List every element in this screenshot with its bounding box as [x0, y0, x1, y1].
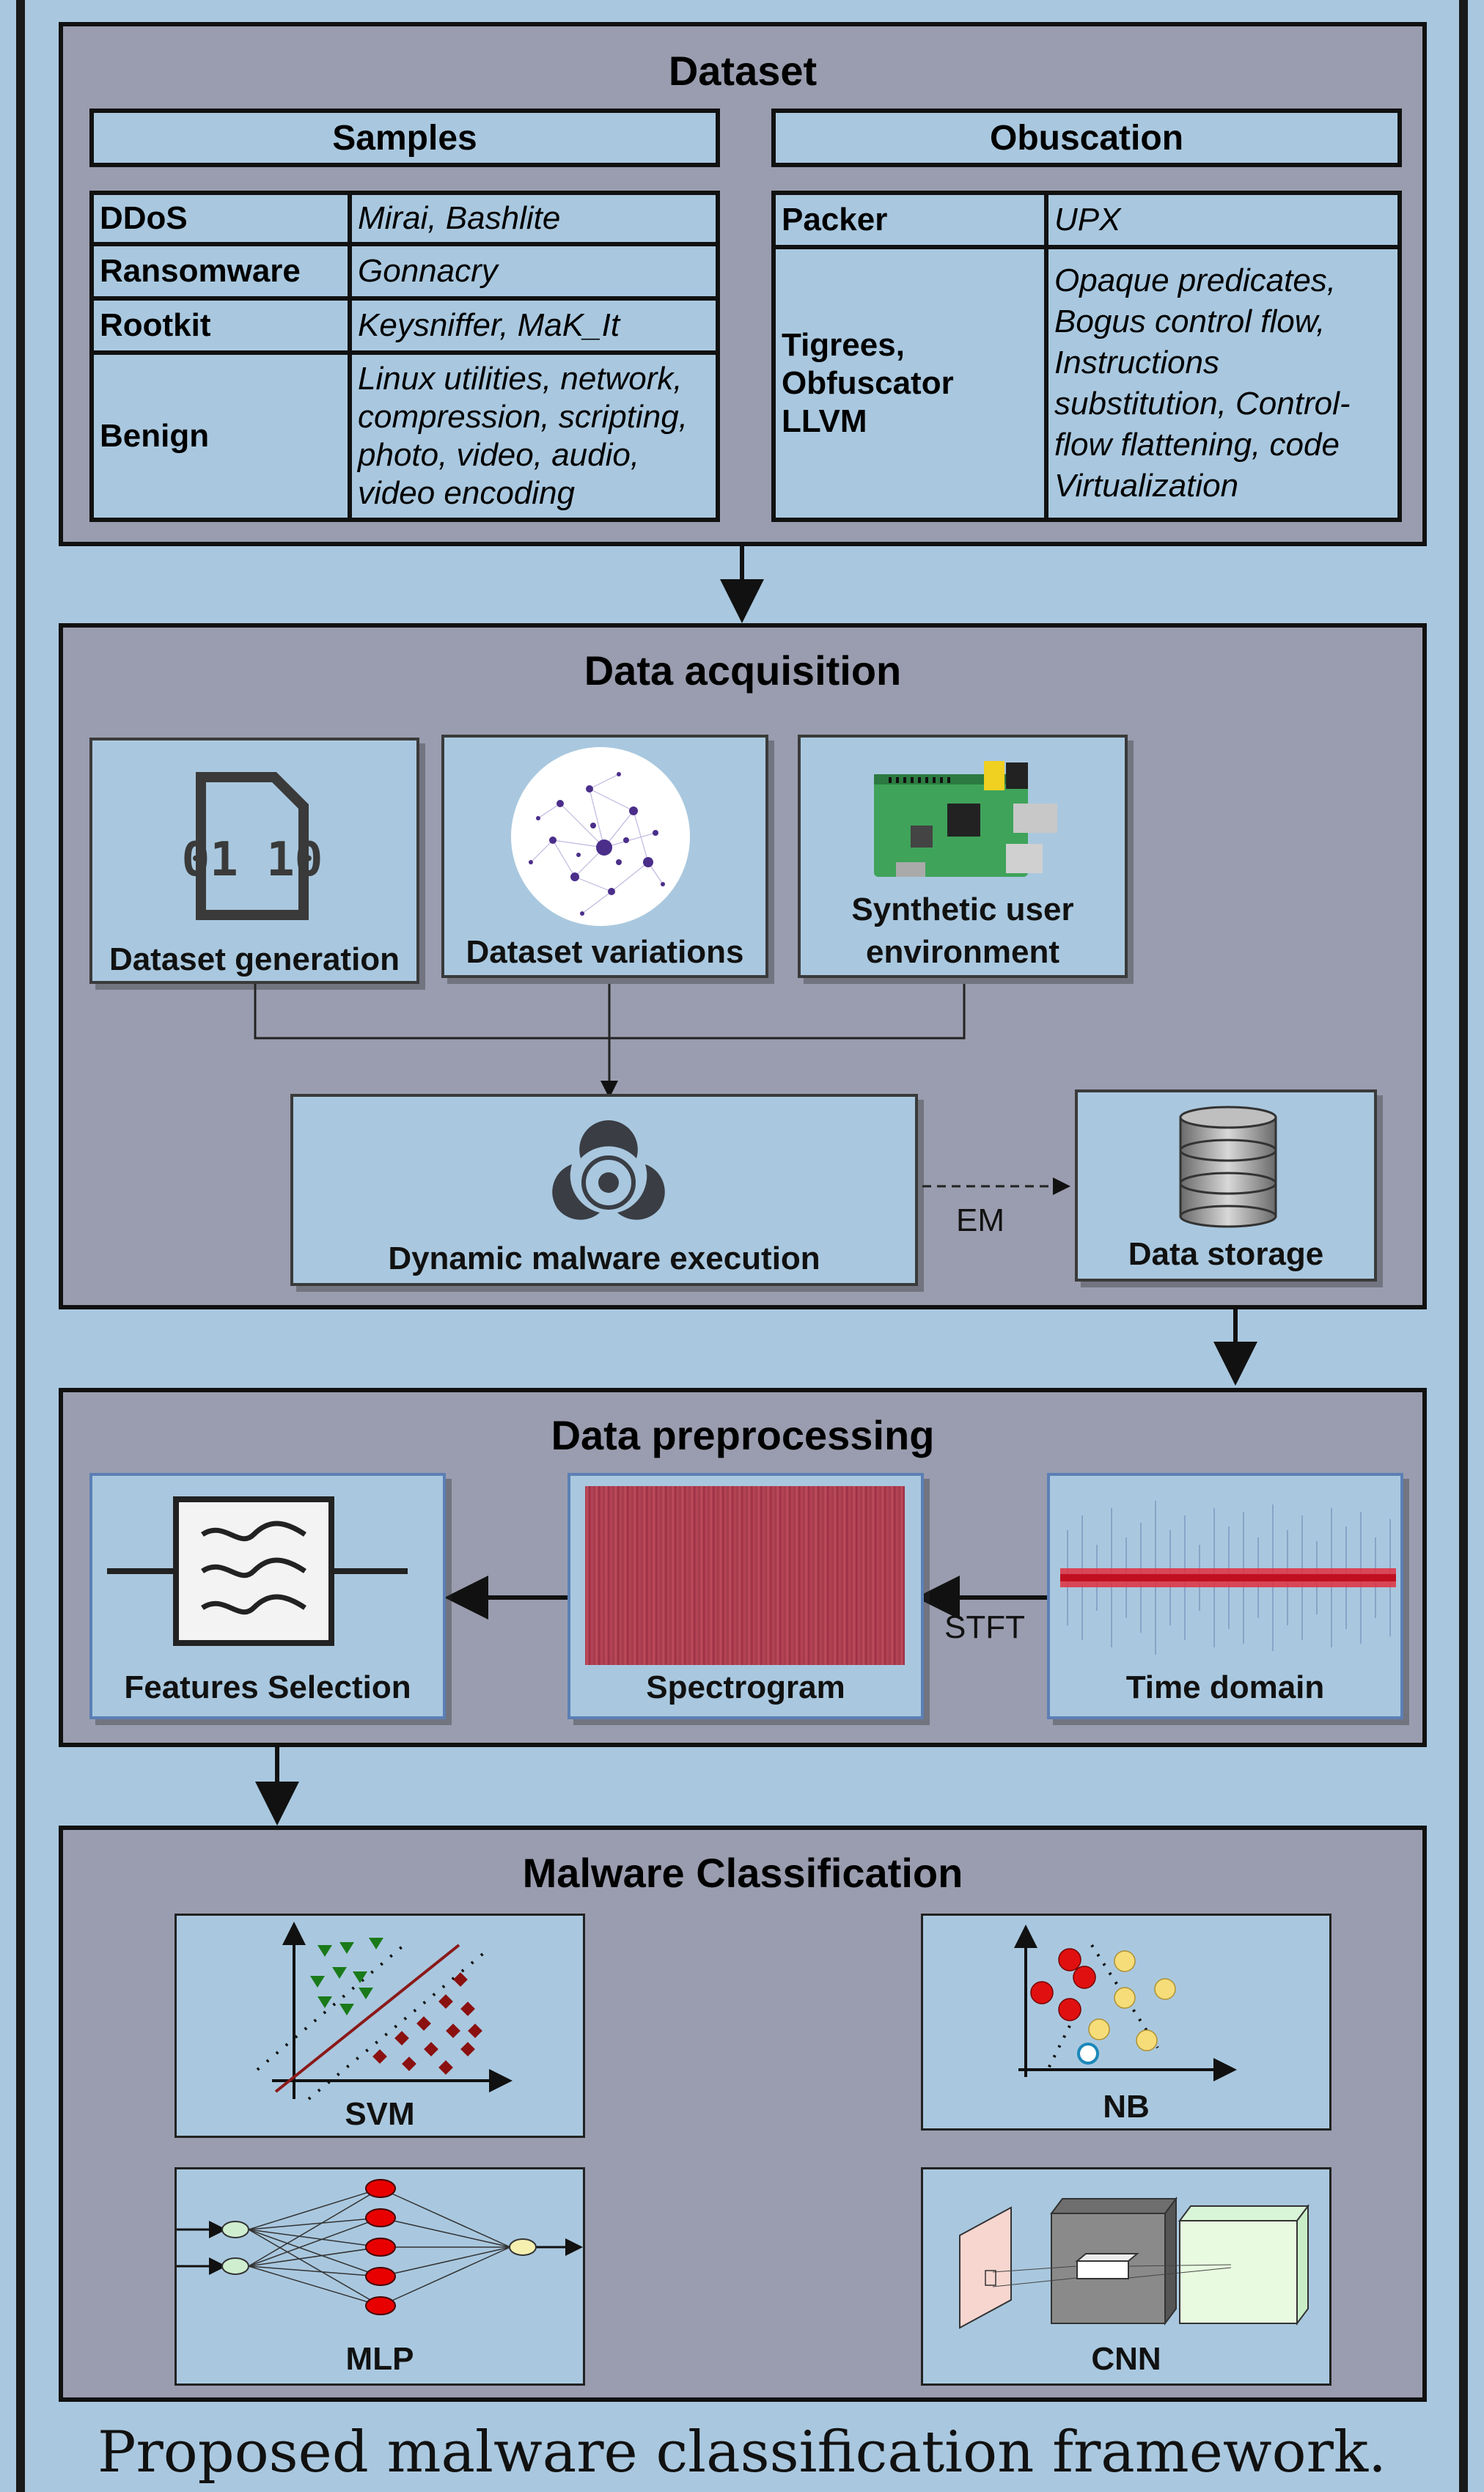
dataset-generation-box: 01 10 Dataset generation — [89, 738, 419, 984]
cnn-label: CNN — [1091, 2341, 1161, 2377]
time-domain-label: Time domain — [1125, 1669, 1325, 1705]
sample-category: DDoS — [89, 191, 352, 246]
sample-examples: Linux utilities, network, compression, s… — [348, 350, 720, 522]
sample-examples: Mirai, Bashlite — [348, 191, 720, 246]
classification-title: Malware Classification — [522, 1850, 963, 1896]
figure-caption: Proposed malware classification framewor… — [98, 2419, 1386, 2485]
svm-plot — [256, 1922, 513, 2100]
features-selection-label: Features Selection — [124, 1669, 411, 1705]
biohazard-icon — [552, 1120, 665, 1220]
table-row: Benign Linux utilities, network, compres… — [89, 350, 720, 522]
acquisition-panel: Data acquisition 01 10 Dataset generatio… — [59, 623, 1427, 1309]
svm-label: SVM — [345, 2096, 415, 2132]
nb-plot — [1014, 1925, 1237, 2081]
network-graph-icon — [511, 747, 690, 926]
cnn-box: CNN — [921, 2167, 1331, 2386]
preprocessing-title: Data preprocessing — [551, 1412, 935, 1458]
malware-execution-box: Dynamic malware execution — [290, 1094, 918, 1286]
table-row: Tigrees, Obfuscator LLVM Opaque predicat… — [771, 245, 1402, 522]
circuit-board-icon — [874, 761, 1057, 877]
acquisition-title: Data acquisition — [584, 647, 902, 694]
obfuscation-tool: Packer — [771, 191, 1048, 249]
sample-examples: Gonnacry — [348, 242, 720, 301]
data-storage-label: Data storage — [1128, 1236, 1324, 1272]
acquisition-connectors — [254, 984, 1070, 1195]
left-frame-line — [16, 0, 25, 2492]
table-row: DDoS Mirai, Bashlite — [89, 191, 720, 246]
malware-execution-label: Dynamic malware execution — [388, 1241, 820, 1276]
features-selection-box: Features Selection — [89, 1473, 446, 1719]
obfuscation-techniques: Opaque predicates, Bogus control flow, I… — [1044, 245, 1402, 522]
time-domain-box: Time domain — [1047, 1473, 1403, 1719]
sample-examples: Keysniffer, MaK_It — [348, 296, 720, 355]
dataset-panel: Dataset Samples Obuscation DDoS Mirai, B… — [59, 22, 1427, 546]
mlp-label: MLP — [345, 2341, 414, 2377]
table-row: Packer UPX — [771, 191, 1402, 249]
dataset-title: Dataset — [668, 48, 818, 94]
sample-category: Ransomware — [89, 242, 352, 301]
sample-category: Benign — [89, 350, 352, 522]
preprocessing-connectors — [444, 1576, 1047, 1620]
waveform-plot — [1060, 1501, 1396, 1655]
filter-icon — [107, 1496, 408, 1646]
nb-box: NB — [921, 1914, 1331, 2131]
obfuscation-table: Packer UPX Tigrees, Obfuscator LLVM Opaq… — [771, 191, 1402, 522]
dataset-generation-label: Dataset generation — [109, 941, 400, 977]
samples-table: DDoS Mirai, Bashlite Ransomware Gonnacry… — [89, 191, 720, 522]
binary-file-icon-text: 01 10 — [182, 833, 323, 887]
data-storage-box: Data storage — [1075, 1089, 1377, 1282]
svm-box: SVM — [175, 1914, 585, 2138]
nb-label: NB — [1103, 2089, 1150, 2125]
table-row: Rootkit Keysniffer, MaK_It — [89, 296, 720, 355]
samples-header: Samples — [89, 109, 720, 167]
stft-label: STFT — [944, 1609, 1025, 1645]
synthetic-environment-box: Synthetic user environment — [798, 735, 1128, 978]
cnn-diagram — [959, 2197, 1309, 2329]
spectrogram-box: Spectrogram — [567, 1473, 924, 1719]
obfuscation-tool: Tigrees, Obfuscator LLVM — [771, 245, 1048, 522]
obfuscation-header: Obuscation — [771, 109, 1402, 167]
spectrogram-label: Spectrogram — [646, 1669, 845, 1705]
obfuscation-techniques: UPX — [1044, 191, 1402, 249]
table-row: Ransomware Gonnacry — [89, 242, 720, 301]
spectrogram-image — [585, 1486, 905, 1665]
em-label: EM — [956, 1202, 1004, 1238]
synthetic-environment-label: Synthetic user environment — [851, 892, 1074, 970]
preprocessing-panel: Data preprocessing Features Selection Sp… — [59, 1388, 1427, 1747]
sample-category: Rootkit — [89, 296, 352, 355]
right-frame-line — [1459, 0, 1468, 2492]
classification-panel: Malware Classification SVM — [59, 1826, 1427, 2402]
database-icon — [1179, 1106, 1277, 1228]
mlp-network — [177, 2179, 583, 2315]
binary-file-icon: 01 10 — [182, 772, 323, 920]
mlp-box: MLP — [175, 2167, 585, 2386]
dataset-variations-label: Dataset variations — [466, 934, 744, 970]
dataset-variations-box: Dataset variations — [441, 735, 768, 978]
